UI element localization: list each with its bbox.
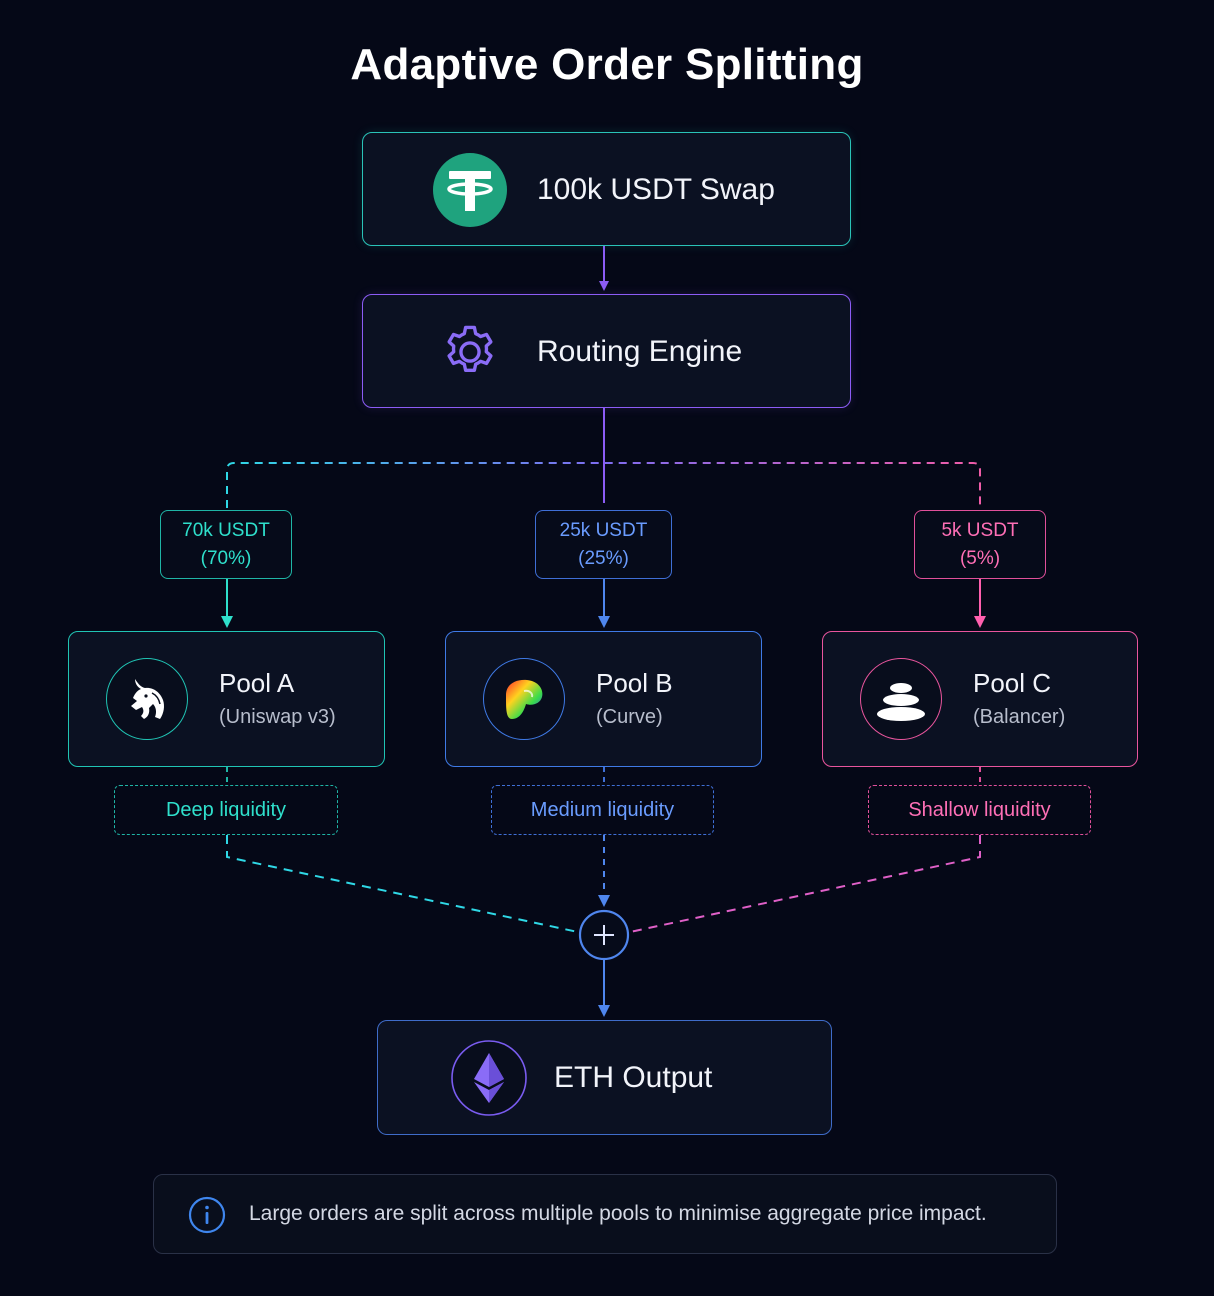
plus-icon: [578, 909, 630, 961]
split-amount: 25k USDT: [559, 520, 648, 541]
split-amount: 70k USDT: [182, 520, 270, 541]
routing-engine-card: Routing Engine: [362, 294, 851, 408]
liquidity-tag-b: Medium liquidity: [491, 785, 714, 835]
merge-line-a: [226, 835, 579, 933]
uniswap-icon: [106, 658, 188, 740]
pool-card-a: Pool A (Uniswap v3): [68, 631, 385, 767]
split-tag-b: 25k USDT (25%): [535, 510, 672, 579]
liquidity-tag-c: Shallow liquidity: [868, 785, 1091, 835]
pool-protocol: (Balancer): [973, 706, 1066, 728]
pool-protocol: (Uniswap v3): [219, 706, 336, 728]
routing-engine-label: Routing Engine: [537, 335, 743, 368]
split-percent: (25%): [578, 548, 629, 569]
ethereum-icon: [451, 1040, 527, 1116]
pool-name: Pool C: [973, 668, 1052, 698]
info-icon: [188, 1196, 226, 1234]
pool-card-c: Pool C (Balancer): [822, 631, 1138, 767]
source-swap-card: 100k USDT Swap: [362, 132, 851, 246]
pool-card-b: Pool B (Curve): [445, 631, 762, 767]
balancer-icon: [860, 658, 942, 740]
info-note-text: Large orders are split across multiple p…: [249, 1202, 987, 1225]
source-swap-label: 100k USDT Swap: [537, 173, 775, 206]
split-amount: 5k USDT: [941, 520, 1019, 541]
curve-icon: [483, 658, 565, 740]
gear-icon: [447, 325, 493, 373]
merge-line-c: [629, 835, 981, 933]
liquidity-tag-a: Deep liquidity: [114, 785, 338, 835]
page-title: Adaptive Order Splitting: [350, 40, 864, 89]
pool-protocol: (Curve): [596, 706, 663, 728]
split-tag-c: 5k USDT (5%): [914, 510, 1046, 579]
eth-output-card: ETH Output: [377, 1020, 832, 1135]
split-tag-a: 70k USDT (70%): [160, 510, 292, 579]
pool-name: Pool B: [596, 668, 673, 698]
split-percent: (70%): [200, 548, 252, 569]
tether-icon: [433, 153, 507, 227]
split-percent: (5%): [959, 548, 1001, 569]
info-note: Large orders are split across multiple p…: [153, 1174, 1057, 1254]
eth-output-label: ETH Output: [554, 1061, 713, 1094]
pool-name: Pool A: [219, 668, 295, 698]
